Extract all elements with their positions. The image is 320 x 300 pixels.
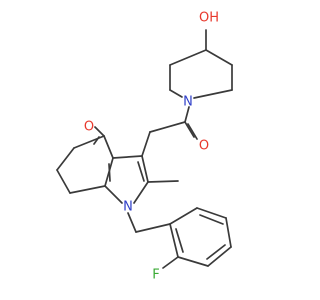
ketone-oxygen-label: O <box>84 120 94 135</box>
amide-oxygen-label: O <box>199 139 209 154</box>
molecule-structure-diagram: OH N O O N F <box>56 11 233 283</box>
fluorine-label: F <box>152 268 159 283</box>
hydroxyl-label: OH <box>199 11 219 26</box>
indole-nitrogen-label: N <box>123 200 133 215</box>
atom-labels: OH N O O N F <box>84 11 219 283</box>
piperidine-nitrogen-label: N <box>183 95 193 110</box>
bond-lines <box>56 29 233 269</box>
